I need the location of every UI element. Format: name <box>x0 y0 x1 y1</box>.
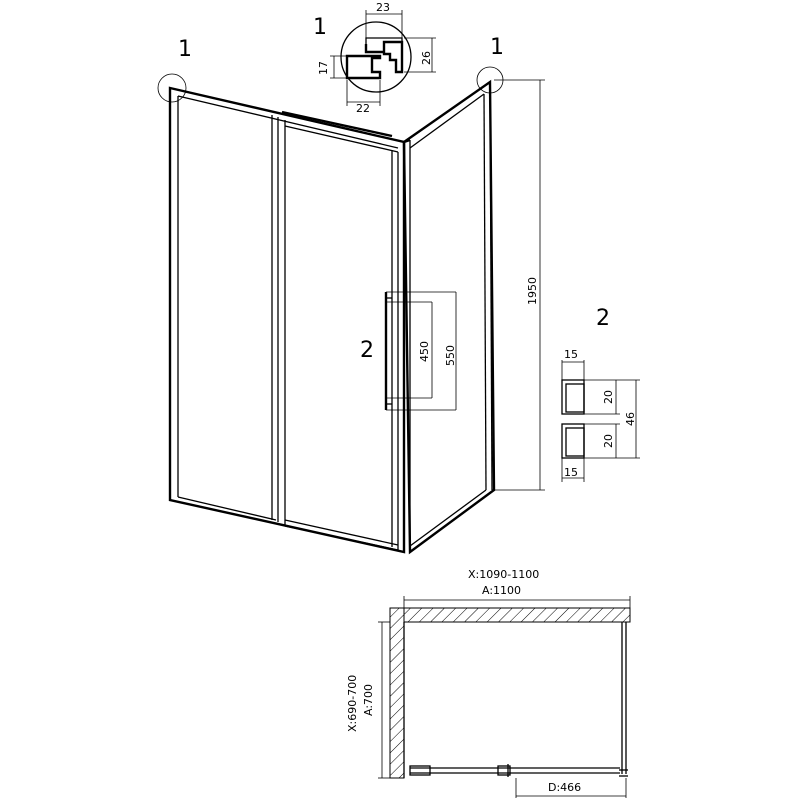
handle-callout: 2 <box>360 338 374 363</box>
handle-detail-upper-height: 20 <box>602 390 615 404</box>
handle-inner-dimension: 450 <box>418 341 431 362</box>
plan-x-range: X:1090-1100 <box>468 568 539 581</box>
corner-detail-right <box>476 66 504 94</box>
plan-view: X:1090-1100 A:1100 X:690-700 A:700 D:466 <box>346 568 631 798</box>
callout-right: 1 <box>490 35 504 60</box>
plan-y-range: X:690-700 <box>346 675 359 732</box>
handle-detail: 2 15 15 20 20 46 <box>561 306 640 482</box>
profile-detail: 23 22 17 26 1 <box>313 1 436 115</box>
front-panel-frame <box>168 86 406 554</box>
handle-outer-dimension: 550 <box>444 345 457 366</box>
handle-detail-lower-height: 20 <box>602 434 615 448</box>
door-handle <box>384 291 457 411</box>
profile-detail-circle <box>340 21 412 93</box>
profile-width-bottom: 22 <box>356 102 370 115</box>
callout-profile: 1 <box>313 15 327 40</box>
plan-a-width: A:1100 <box>482 584 521 597</box>
callout-handle-detail: 2 <box>596 306 610 331</box>
handle-detail-top-width: 15 <box>564 348 578 361</box>
profile-width-top: 23 <box>376 1 390 14</box>
profile-height-left: 17 <box>317 61 330 75</box>
left-wall <box>389 607 405 779</box>
top-wall <box>403 607 631 623</box>
profile-height-right: 26 <box>420 51 433 65</box>
corner-detail-left <box>157 73 187 103</box>
plan-a-depth: A:700 <box>362 684 375 716</box>
plan-door-width: D:466 <box>548 781 581 794</box>
handle-detail-total-height: 46 <box>624 412 637 426</box>
height-dimension: 1950 <box>526 277 539 305</box>
elevation-view: 450 550 2 1950 1 1 <box>157 35 545 555</box>
handle-detail-bottom-width: 15 <box>564 466 578 479</box>
side-panel-frame <box>402 79 496 555</box>
callout-left: 1 <box>178 37 192 62</box>
